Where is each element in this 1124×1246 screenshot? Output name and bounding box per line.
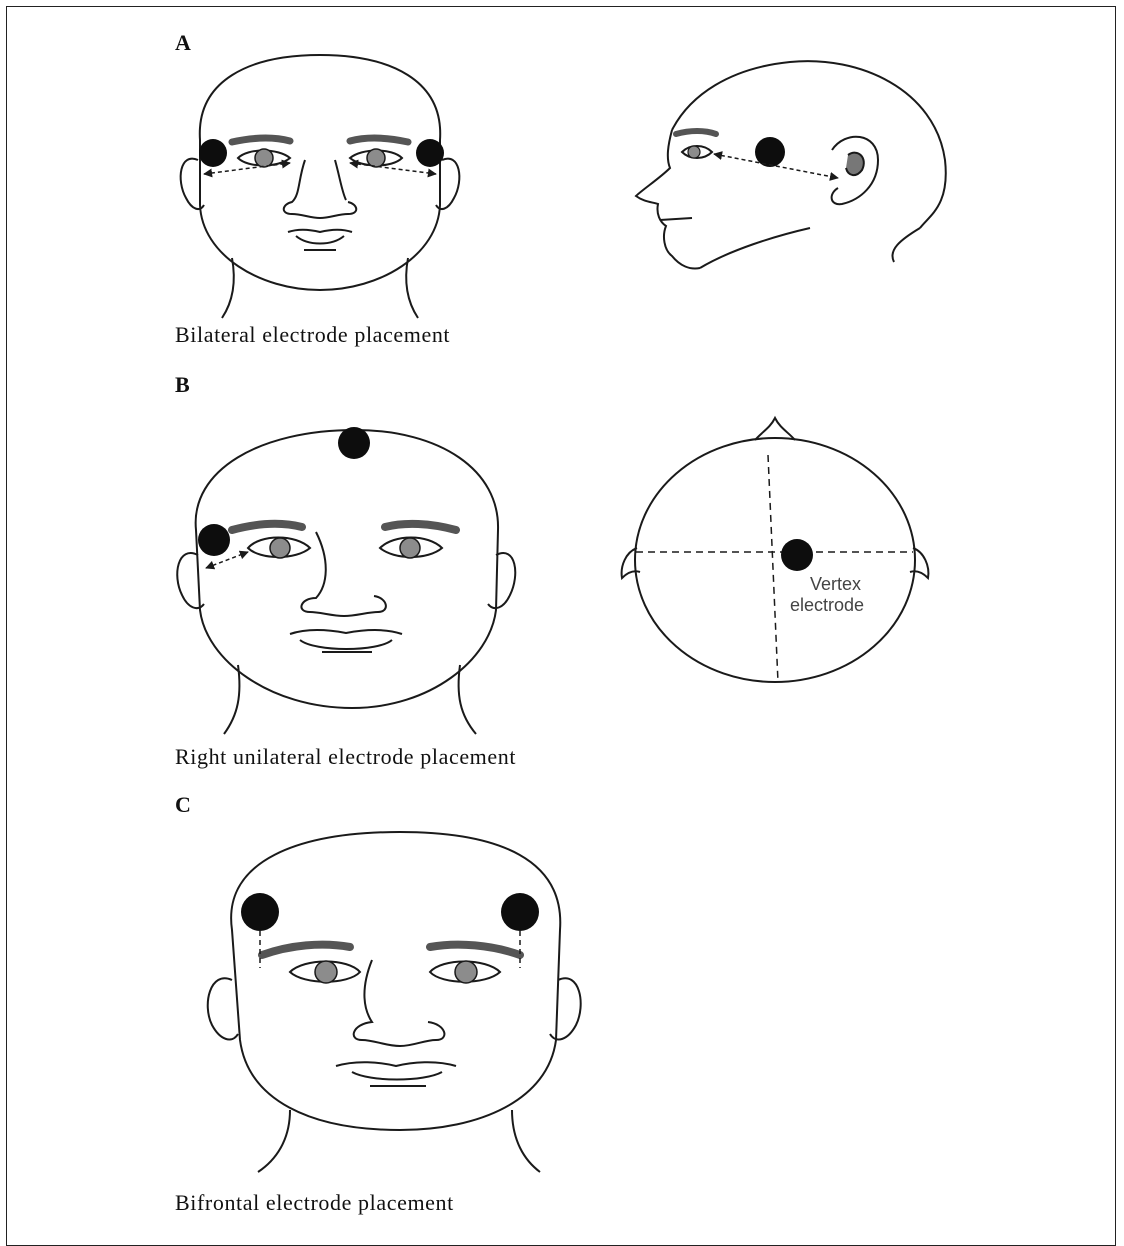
panel-c-front-details <box>241 893 539 983</box>
panel-a-side-details <box>688 137 838 178</box>
side-eye-iris <box>688 146 700 158</box>
eye-iris-right <box>367 149 385 167</box>
electrode-b-temporal <box>198 524 230 556</box>
electrode-a-right <box>416 139 444 167</box>
panel-b-top-view <box>622 418 929 682</box>
electrode-a-left <box>199 139 227 167</box>
electrode-c-right <box>501 893 539 931</box>
electrode-a-side <box>755 137 785 167</box>
panel-a-side-profile <box>636 61 946 268</box>
eye-iris-right <box>400 538 420 558</box>
eye-iris-left <box>255 149 273 167</box>
electrode-b-top <box>781 539 813 571</box>
eye-iris-right <box>455 961 477 983</box>
panel-b-front-face <box>177 430 515 734</box>
vertex-label-line1: Vertex <box>810 574 861 594</box>
electrode-c-left <box>241 893 279 931</box>
panel-c-front-face <box>208 832 581 1172</box>
eye-iris-left <box>315 961 337 983</box>
electrode-b-vertex <box>338 427 370 459</box>
vertex-label-line2: electrode <box>790 595 864 615</box>
eye-iris-left <box>270 538 290 558</box>
panel-a-front-face <box>181 55 460 318</box>
